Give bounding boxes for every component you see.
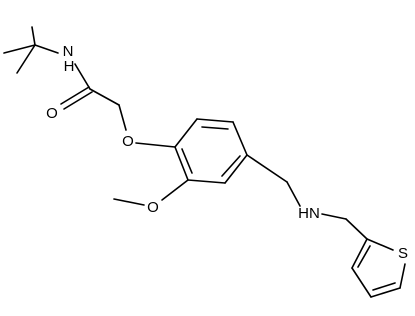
bond-ring-5 xyxy=(187,179,226,184)
bond-carbonyl-c-to-ch2 xyxy=(89,88,120,106)
bond-nh-to-carbonyl-c xyxy=(74,63,91,90)
bond-tbu-methyl-left xyxy=(3,44,36,54)
methoxy-o-label: O xyxy=(147,199,159,216)
bond-ch2-to-hn xyxy=(286,181,301,207)
bond-thio-s-c5 xyxy=(399,263,406,289)
bond-thio-c3-c2 xyxy=(351,238,368,269)
bond-ring-6 xyxy=(174,146,189,181)
bond-ring-inner-b xyxy=(221,155,241,177)
bond-ring-to-ch2 xyxy=(246,154,288,183)
bond-tbu-to-nh xyxy=(34,44,59,54)
bond-thio-c5-c4 xyxy=(370,287,401,298)
bond-ether-o-to-ring xyxy=(135,142,176,148)
bond-thio-c2-s xyxy=(366,238,394,251)
amine-hn-label: HN xyxy=(298,205,320,222)
bond-ring-1 xyxy=(174,118,198,148)
bond-thio-inner-b xyxy=(357,245,371,268)
bond-ring-3 xyxy=(232,121,248,156)
bond-ch2-to-ether-o xyxy=(118,104,127,131)
bonds xyxy=(3,26,406,298)
bond-methoxy-o-to-ch3 xyxy=(113,198,145,206)
carbonyl-o-label: O xyxy=(46,105,58,122)
ether-o-label: O xyxy=(122,133,134,150)
bond-ring-inner-c xyxy=(181,148,193,174)
bond-ring-4 xyxy=(224,154,248,184)
bond-tbu-methyl-top xyxy=(31,26,36,46)
amide-n-label: N xyxy=(63,43,74,60)
bond-hn-to-ch2 xyxy=(321,213,347,220)
bond-ch2-to-thiophene xyxy=(345,218,368,240)
atom-labels: N H O O O HN S xyxy=(46,43,408,262)
bond-carbonyl-double-b xyxy=(63,91,93,110)
bond-ring-inner-a xyxy=(201,126,229,130)
amide-h-label: H xyxy=(64,58,75,75)
bond-tbu-methyl-bottom xyxy=(16,44,36,74)
bond-ring-2 xyxy=(196,118,234,123)
thiophene-s-label: S xyxy=(398,245,408,262)
bond-ring-to-methoxy-o xyxy=(161,179,189,201)
bond-thio-inner-a xyxy=(372,282,396,291)
bond-thio-c4-c3 xyxy=(351,267,372,298)
bond-carbonyl-double-a xyxy=(60,86,90,105)
